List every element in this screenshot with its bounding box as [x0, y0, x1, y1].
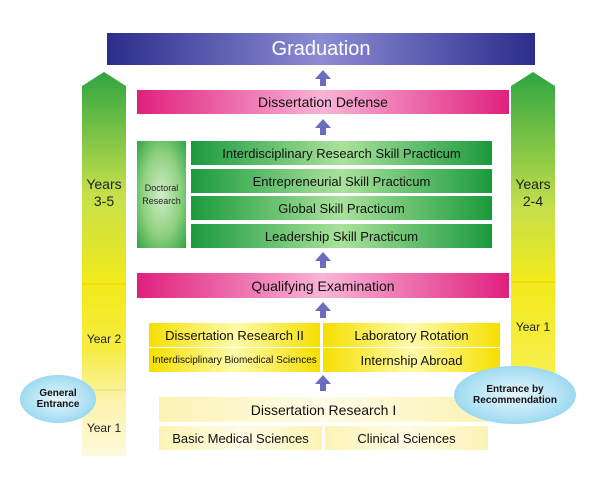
right-track-shape	[511, 72, 555, 378]
left-years-label: Years 3-5	[82, 176, 126, 210]
clinical-sciences-box: Clinical Sciences	[325, 426, 488, 450]
qualifying-examination-bar: Qualifying Examination	[137, 273, 509, 298]
up-arrow-icon	[315, 119, 331, 135]
dissertation-defense-bar: Dissertation Defense	[137, 90, 509, 114]
up-arrow-icon	[315, 375, 331, 391]
entrance-by-recommendation-label: Entrance by Recommendation	[473, 384, 557, 406]
up-arrow-icon	[315, 252, 331, 268]
general-entrance-label: General Entrance	[36, 388, 80, 410]
internship-abroad-box: Internship Abroad	[323, 348, 500, 372]
practicum-entrepreneurial: Entrepreneurial Skill Practicum	[191, 169, 492, 193]
dissertation-research-2-box: Dissertation Research II	[149, 323, 320, 347]
dissertation-defense-label: Dissertation Defense	[258, 94, 388, 110]
right-track-column: Years 2-4 Year 1	[511, 72, 555, 378]
right-years-label: Years 2-4	[511, 176, 555, 210]
practicum-interdisciplinary-research: Interdisciplinary Research Skill Practic…	[191, 141, 492, 165]
practicum-leadership: Leadership Skill Practicum	[191, 224, 492, 248]
doctoral-research-line1: Doctoral	[144, 182, 179, 193]
up-arrow-icon	[315, 302, 331, 318]
left-track-shape	[82, 72, 126, 456]
entrance-by-recommendation-ellipse: Entrance by Recommendation	[454, 366, 576, 424]
left-year1-label: Year 1	[86, 421, 122, 435]
graduation-label: Graduation	[271, 37, 371, 60]
right-years-line1: Years	[515, 176, 551, 192]
laboratory-rotation-box: Laboratory Rotation	[323, 323, 500, 347]
doctoral-research-line2: Research	[142, 195, 181, 206]
dissertation-research-1-box: Dissertation Research I	[159, 397, 488, 422]
left-years-line1: Years	[86, 176, 122, 192]
interdisciplinary-biomedical-sciences-box: Interdisciplinary Biomedical Sciences	[149, 348, 320, 372]
left-year2-label: Year 2	[86, 332, 122, 346]
doctoral-research-box: Doctoral Research	[137, 141, 186, 248]
up-arrow-icon	[315, 70, 331, 86]
right-year1-label: Year 1	[515, 320, 551, 334]
right-years-line2: 2-4	[522, 192, 544, 209]
left-track-column: Years 3-5 Year 2 Year 1	[82, 72, 126, 456]
basic-medical-sciences-box: Basic Medical Sciences	[159, 426, 322, 450]
general-entrance-ellipse: General Entrance	[20, 375, 96, 423]
practicum-global: Global Skill Practicum	[191, 196, 492, 220]
graduation-bar: Graduation	[107, 33, 535, 65]
left-years-line2: 3-5	[93, 192, 115, 209]
qualifying-examination-label: Qualifying Examination	[251, 277, 395, 294]
